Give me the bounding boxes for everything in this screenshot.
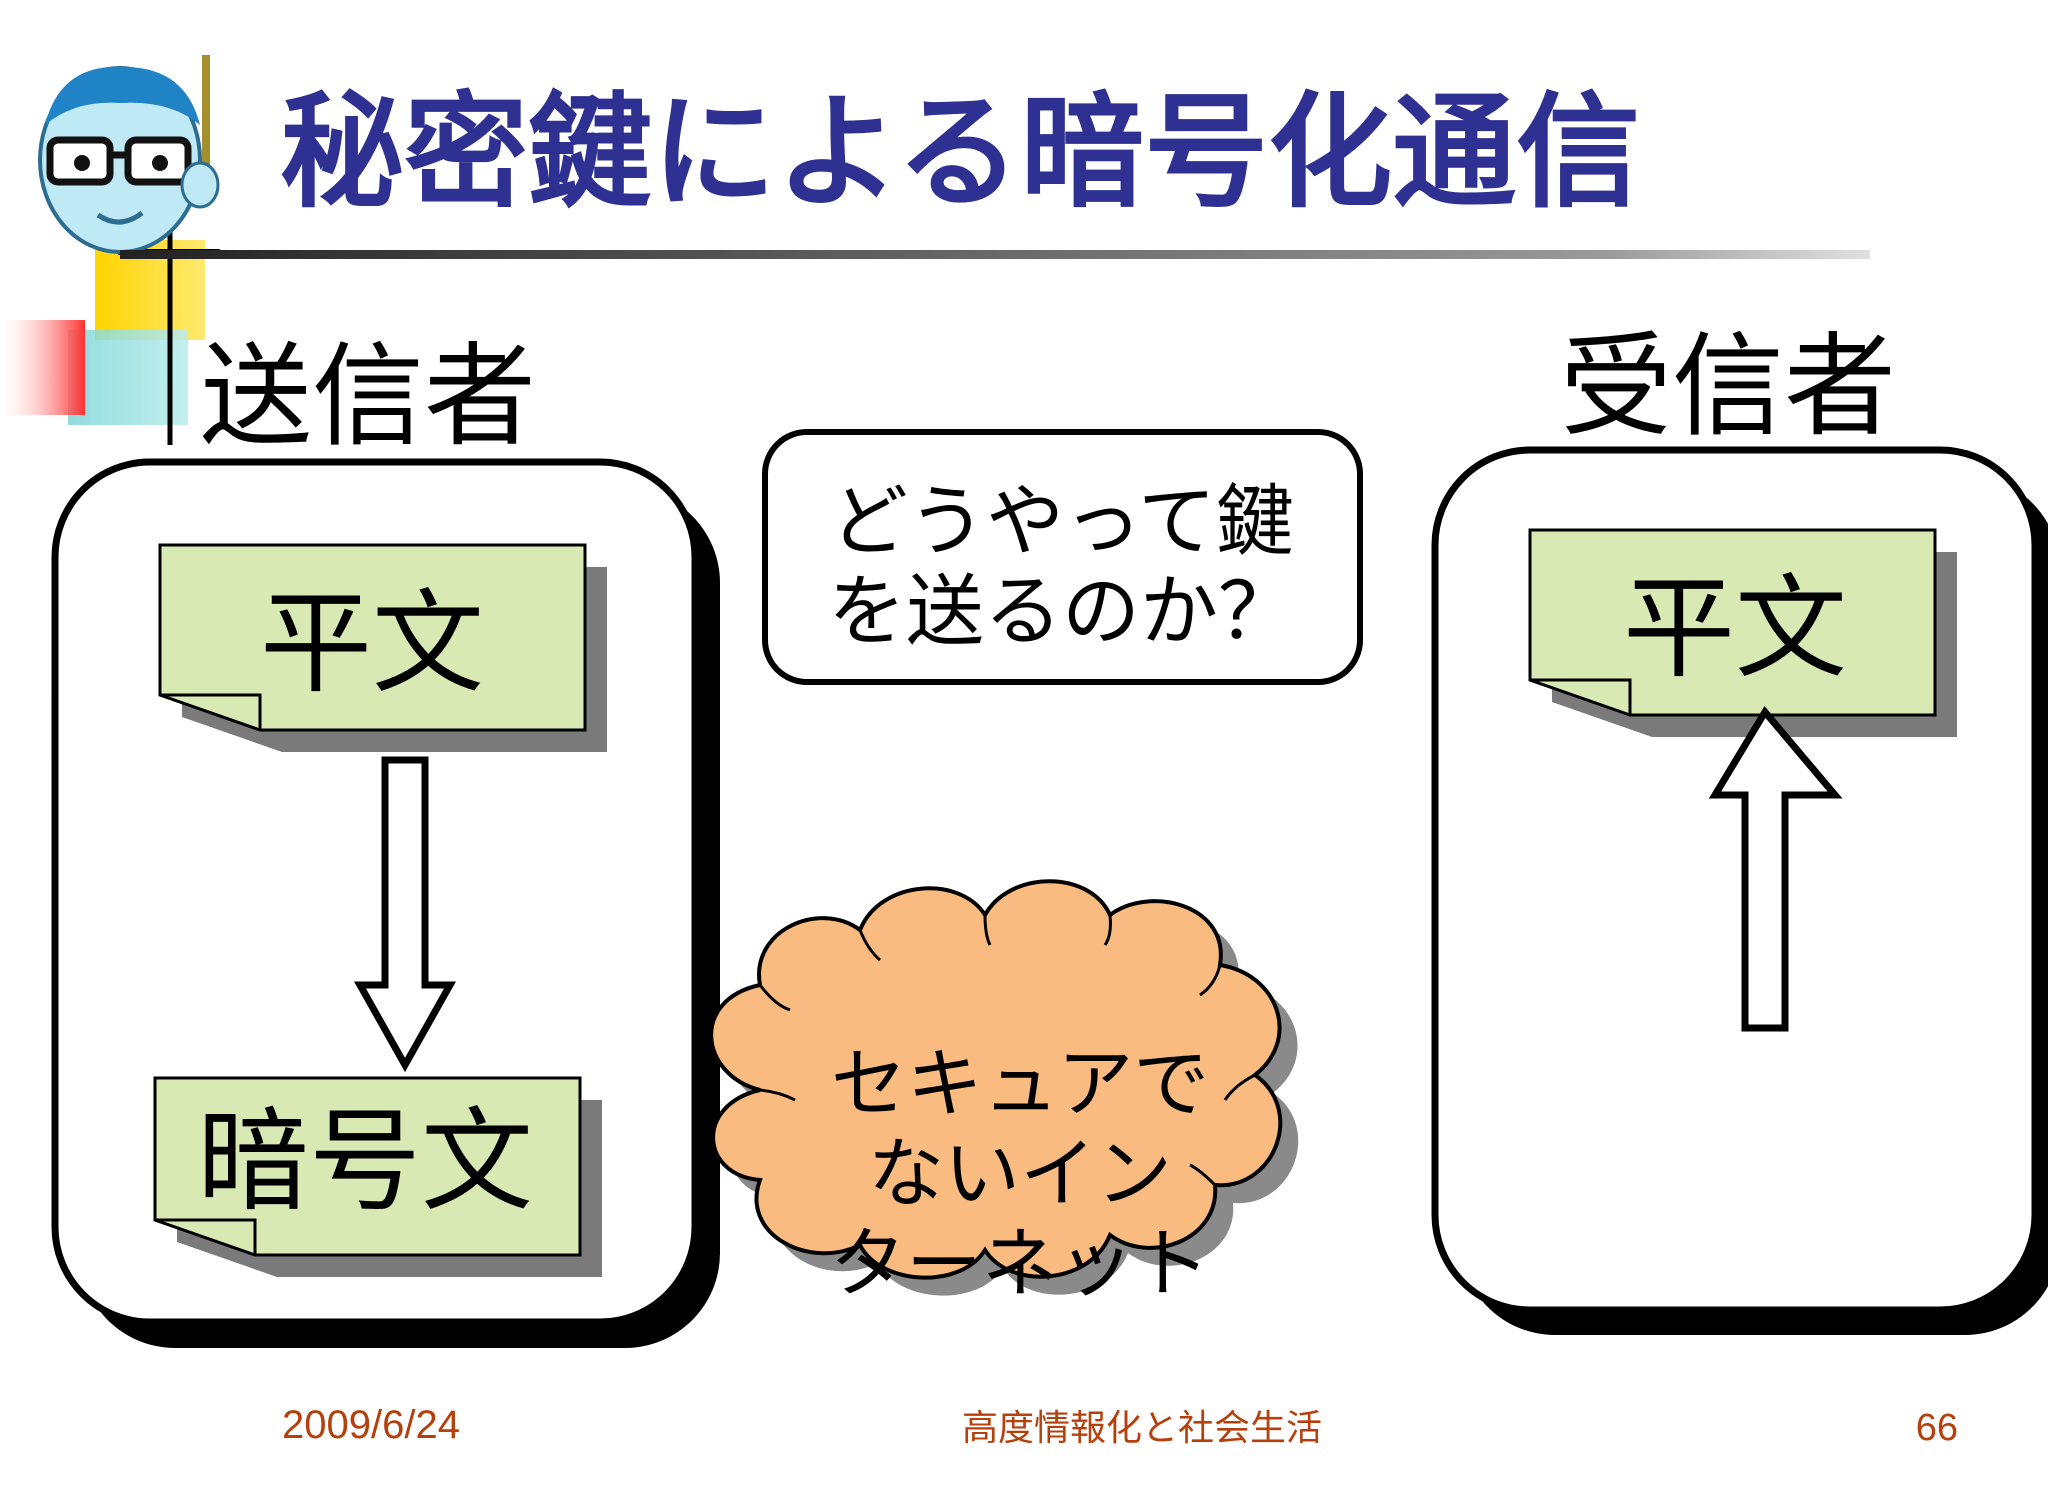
insecure-internet-cloud: セキュアで ないイン ターネット	[709, 879, 1299, 1308]
page-title: 秘密鍵による暗号化通信	[280, 81, 1640, 225]
teacher-face-with-glasses-icon	[38, 55, 220, 254]
sender-ciphertext-note: 暗号文	[153, 1076, 602, 1277]
footer-course-name: 高度情報化と社会生活	[962, 1408, 1322, 1449]
decrypt-up-arrow	[1708, 706, 1843, 1032]
footer-date: 2009/6/24	[282, 1403, 460, 1447]
question-line-2: を送るのか？	[828, 567, 1296, 657]
question-line-1: どうやって鍵	[830, 477, 1294, 567]
question-box: どうやって鍵 を送るのか？	[762, 429, 1363, 685]
footer-page-number: 66	[1916, 1407, 1958, 1449]
receiver-plaintext-note: 平文	[1528, 528, 1957, 737]
sender-ciphertext-text: 暗号文	[197, 1097, 533, 1227]
title-underline	[120, 250, 1870, 259]
red-square-decoration	[0, 320, 85, 415]
receiver-label: 受信者	[1560, 322, 1896, 452]
sender-label: 送信者	[200, 332, 536, 462]
sender-plaintext-note: 平文	[158, 543, 607, 752]
encrypt-down-arrow	[354, 756, 456, 1073]
cloud-line-1: セキュアで	[831, 1039, 1209, 1128]
cloud-line-2: ないイン	[868, 1129, 1172, 1218]
cloud-line-3: ターネット	[830, 1219, 1210, 1308]
sender-plaintext-text: 平文	[260, 579, 484, 709]
receiver-plaintext-text: 平文	[1623, 564, 1847, 694]
